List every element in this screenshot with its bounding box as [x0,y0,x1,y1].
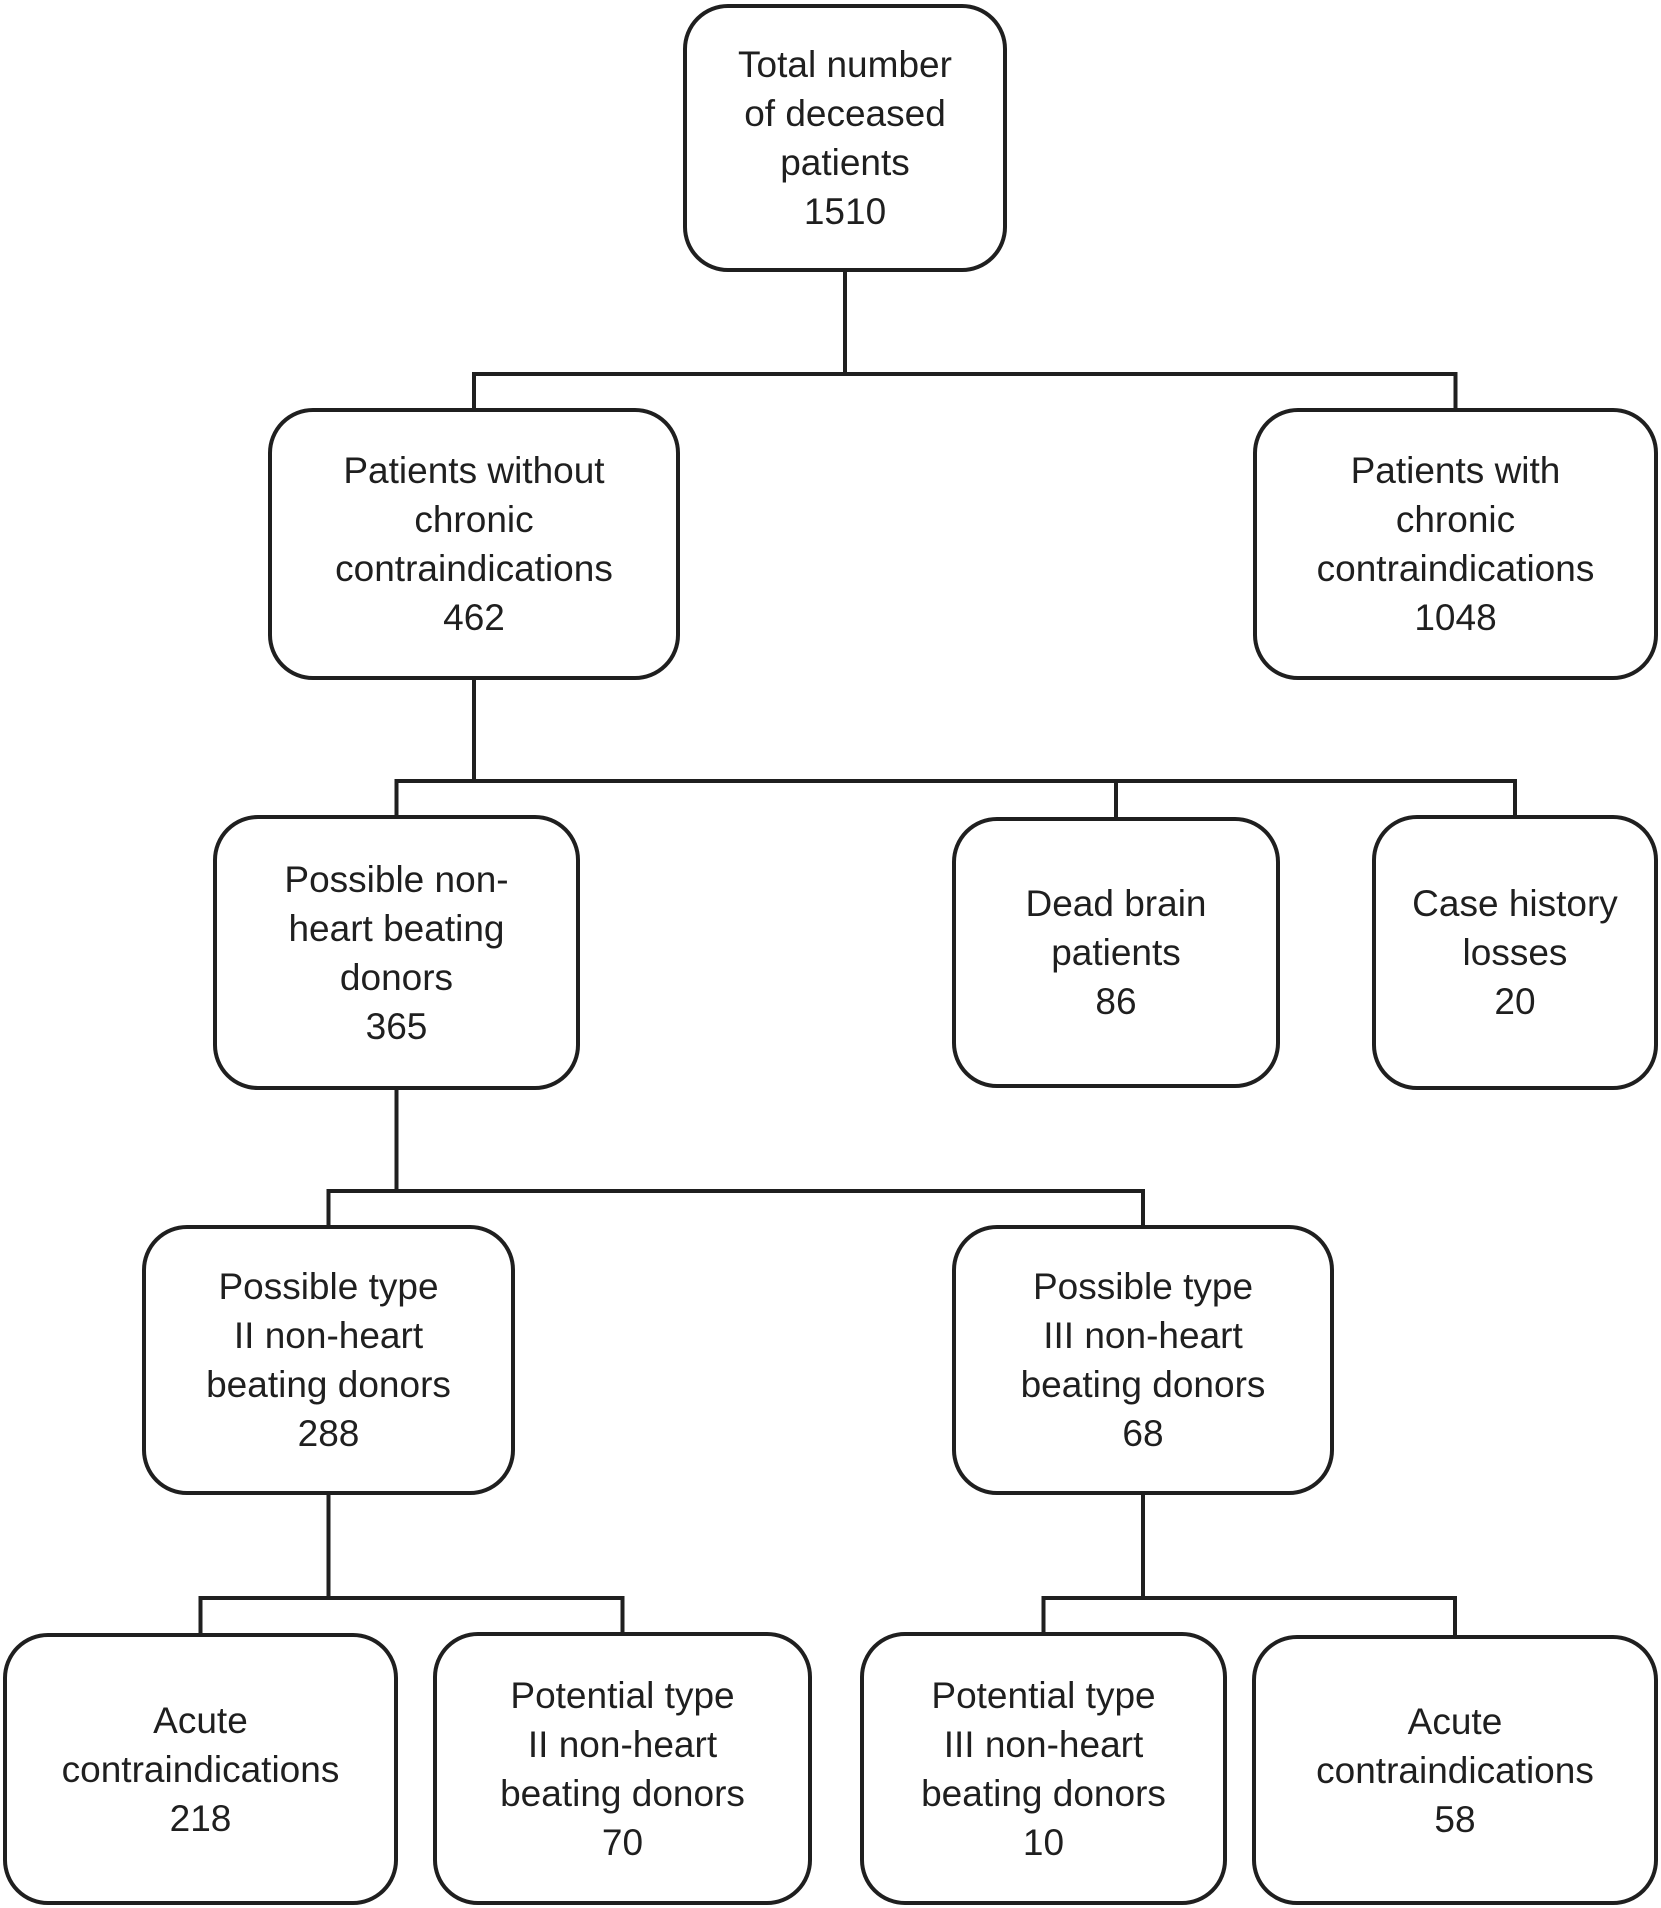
node-label: Possible type II non-heart beating donor… [206,1266,451,1405]
node-potential-type-iii-non-heart-beating-donors: Potential type III non-heart beating don… [860,1632,1227,1905]
node-patients-with-chronic-contraindications: Patients with chronic contraindications … [1253,408,1658,680]
node-potential-type-ii-non-heart-beating-donors: Potential type II non-heart beating dono… [433,1632,812,1905]
node-acute-contraindications-type-ii: Acute contraindications 218 [3,1633,398,1905]
node-value: 288 [297,1413,360,1454]
node-label: Potential type III non-heart beating don… [921,1674,1166,1814]
node-label: Possible type III non-heart beating dono… [1020,1266,1266,1405]
node-value: 86 [1095,981,1137,1022]
node-value: 365 [365,1005,428,1047]
node-value: 1510 [803,191,887,232]
node-label: Dead brain patients [1025,883,1207,973]
node-dead-brain-patients: Dead brain patients 86 [952,817,1280,1088]
node-value: 1048 [1414,597,1497,638]
node-label: Case history losses [1412,883,1618,973]
node-value: 68 [1122,1413,1164,1454]
node-value: 462 [443,597,505,638]
node-possible-type-iii-non-heart-beating-donors: Possible type III non-heart beating dono… [952,1225,1334,1495]
node-label: Acute contraindications [1316,1700,1594,1791]
node-value: 58 [1434,1798,1476,1840]
node-possible-type-ii-non-heart-beating-donors: Possible type II non-heart beating donor… [142,1225,515,1495]
node-label: Patients without chronic contraindicatio… [335,450,613,589]
node-value: 10 [1022,1821,1065,1863]
node-label: Potential type II non-heart beating dono… [500,1674,745,1814]
node-value: 20 [1494,981,1536,1022]
node-label: Total number of deceased patients [738,44,952,183]
node-patients-without-chronic-contraindications: Patients without chronic contraindicatio… [268,408,680,680]
node-value: 70 [601,1821,644,1863]
node-possible-non-heart-beating-donors: Possible non- heart beating donors 365 [213,815,580,1090]
node-value: 218 [169,1797,232,1839]
node-acute-contraindications-type-iii: Acute contraindications 58 [1252,1635,1658,1905]
node-label: Patients with chronic contraindications [1316,450,1595,589]
node-case-history-losses: Case history losses 20 [1372,815,1658,1090]
node-label: Possible non- heart beating donors [284,858,509,998]
node-total-deceased-patients: Total number of deceased patients 1510 [683,4,1007,272]
node-label: Acute contraindications [61,1699,340,1790]
